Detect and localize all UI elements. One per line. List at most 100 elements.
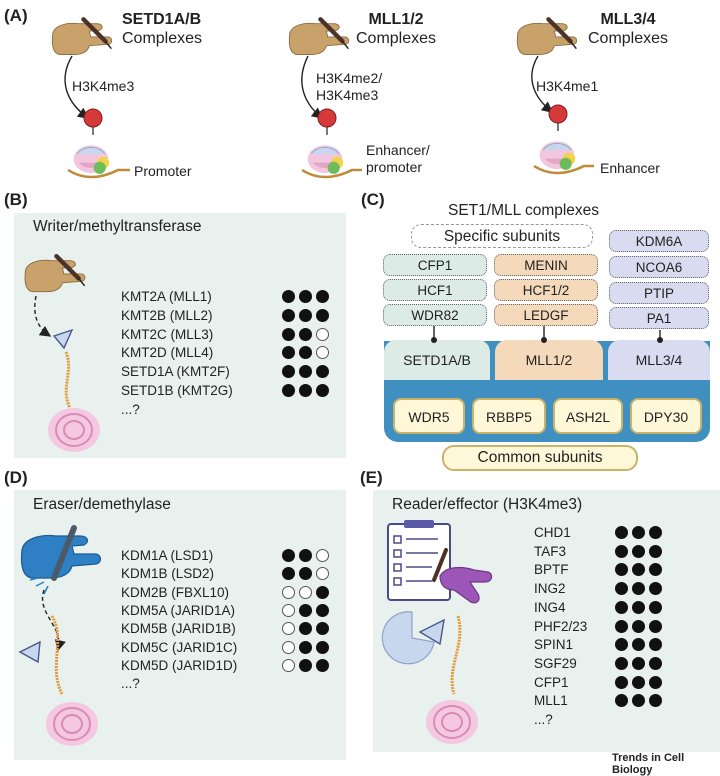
core-mll34: MLL3/4 [608, 340, 710, 380]
dot-group [282, 601, 329, 620]
panel-b-letter: (B) [4, 190, 28, 209]
list-row: ING2 [534, 579, 675, 598]
filled-dot [632, 638, 645, 652]
panel-a-graphics [0, 0, 594, 179]
filled-dot [632, 582, 645, 596]
filled-dot [615, 563, 628, 577]
common-rbbp5: RBBP5 [472, 398, 546, 434]
list-row: KDM1A (LSD1) [121, 546, 342, 565]
list-row: PHF2/23 [534, 617, 675, 636]
filled-dot [632, 675, 645, 689]
dot-group [282, 381, 329, 400]
filled-dot [316, 622, 329, 636]
filled-dot [649, 582, 662, 596]
row-label: KDM5C (JARID1C) [121, 639, 238, 655]
filled-dot [316, 658, 329, 672]
row-label: KMT2C (MLL3) [121, 326, 214, 342]
subunit-hcf12: HCF1/2 [494, 279, 598, 301]
dot-group [615, 691, 662, 710]
panel-e-graphics [381, 520, 493, 744]
filled-dot [632, 600, 645, 614]
panel-a-letter: (A) [4, 6, 28, 25]
filled-dot [649, 656, 662, 670]
filled-dot [615, 638, 628, 652]
list-row: CHD1 [534, 523, 675, 542]
dot-group [282, 583, 329, 602]
list-row: ING4 [534, 598, 675, 617]
dot-group [282, 325, 329, 344]
dot-group [615, 673, 662, 692]
filled-dot [282, 327, 295, 341]
dot-group [282, 656, 329, 675]
filled-dot [282, 549, 295, 562]
complex-label-3: MLL3/4 Complexes [588, 10, 668, 48]
nucleosome-icon-3 [539, 140, 576, 171]
filled-dot [632, 544, 645, 558]
pie-reader-icon [381, 611, 435, 665]
list-row: TAF3 [534, 542, 675, 561]
dot-group [615, 579, 662, 598]
mark-text: H3K4me3 [72, 78, 135, 94]
dot-group [615, 598, 662, 617]
list-row: KMT2B (MLL2) [121, 306, 342, 325]
list-row: SETD1B (KMT2G) [121, 381, 342, 400]
list-row: SETD1A (KMT2F) [121, 362, 342, 381]
row-label: KMT2B (MLL2) [121, 307, 213, 323]
filled-dot [649, 563, 662, 577]
empty-dot [282, 603, 295, 617]
row-label: KMT2D (MLL4) [121, 345, 214, 361]
complex-label-1: SETD1A/B Complexes [122, 10, 202, 48]
subunit-ncoa6: NCOA6 [609, 256, 709, 278]
row-label: KDM5D (JARID1D) [121, 657, 238, 673]
filled-dot [299, 567, 312, 581]
filled-dot [649, 600, 662, 614]
more-ellipsis: ...? [121, 676, 140, 692]
empty-dot [282, 640, 295, 654]
dot-group [615, 542, 662, 561]
filled-dot [282, 365, 295, 379]
filled-dot [615, 526, 628, 539]
subunit-hcf1: HCF1 [383, 279, 487, 301]
filled-dot [316, 308, 329, 322]
subunit-cfp1: CFP1 [383, 254, 487, 276]
panel-c-connectors [431, 320, 663, 343]
filled-dot [299, 622, 312, 636]
mark-label-3: H3K4me1 [536, 78, 598, 95]
more-ellipsis: ...? [121, 401, 140, 417]
dot-group [282, 362, 329, 381]
row-label: SGF29 [534, 655, 577, 671]
mark-text: H3K4me1 [536, 78, 599, 94]
location-label-1: Promoter [134, 163, 192, 179]
location-text: Enhancer/ [366, 142, 430, 158]
dot-group [282, 287, 329, 306]
row-label: SETD1A (KMT2F) [121, 364, 230, 380]
writer-hand-icon-1 [52, 19, 111, 54]
dot-group [615, 523, 662, 542]
filled-dot [632, 526, 645, 539]
complex-label-2: MLL1/2 Complexes [356, 10, 436, 48]
filled-dot [649, 675, 662, 689]
panel-d-graphics [18, 525, 102, 746]
dot-group [282, 546, 329, 565]
location-text-2: promoter [366, 159, 423, 175]
panel-b-graphics [14, 240, 100, 452]
core-setd1ab: SETD1A/B [384, 340, 490, 380]
mark-label-1: H3K4me3 [72, 78, 134, 95]
subunit-wdr82: WDR82 [383, 304, 487, 326]
filled-dot [615, 675, 628, 689]
filled-dot [316, 365, 329, 379]
filled-dot [282, 308, 295, 322]
panel-d-letter: (D) [4, 468, 28, 487]
more-ellipsis: ...? [534, 712, 553, 727]
row-label: KMT2A (MLL1) [121, 289, 212, 304]
row-label: KDM5A (JARID1A) [121, 602, 236, 618]
filled-dot [299, 603, 312, 617]
row-label: CHD1 [534, 525, 571, 540]
location-label-3: Enhancer [600, 160, 660, 176]
filled-dot [282, 346, 295, 360]
filled-dot [615, 619, 628, 633]
empty-dot [282, 585, 295, 599]
writer-hand-icon-3 [517, 19, 576, 54]
filled-dot [615, 600, 628, 614]
row-label: PHF2/23 [534, 618, 588, 634]
